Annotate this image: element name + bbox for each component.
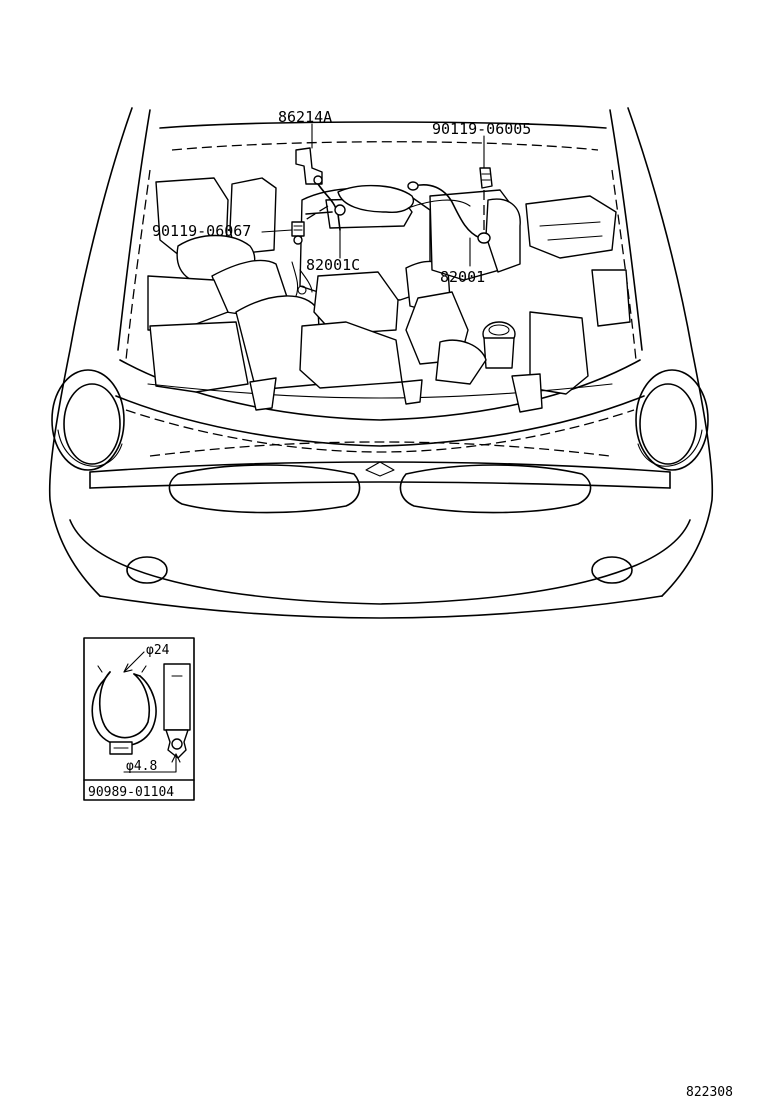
engine-bay [147,177,631,413]
catalog-number: 822308 [686,1085,733,1100]
dim-large-label: φ24 [146,643,170,658]
car-body [48,107,714,619]
ground-wires [291,147,493,245]
callout-90119-06067: 90119-06067 [152,222,251,240]
clamp-inset: φ24 φ4.8 90989-01104 [83,637,195,801]
headlamps [51,369,709,471]
leader-lines [261,123,485,267]
dim-small-label: φ4.8 [126,759,157,774]
callout-90119-06005: 90119-06005 [432,120,531,138]
callout-82001: 82001 [440,268,485,286]
inset-part-number: 90989-01104 [88,785,174,800]
callout-86214a: 86214A [278,108,332,126]
callouts: 86214A 90119-06005 90119-06067 82001C 82… [152,108,531,286]
callout-82001c: 82001C [306,256,360,274]
